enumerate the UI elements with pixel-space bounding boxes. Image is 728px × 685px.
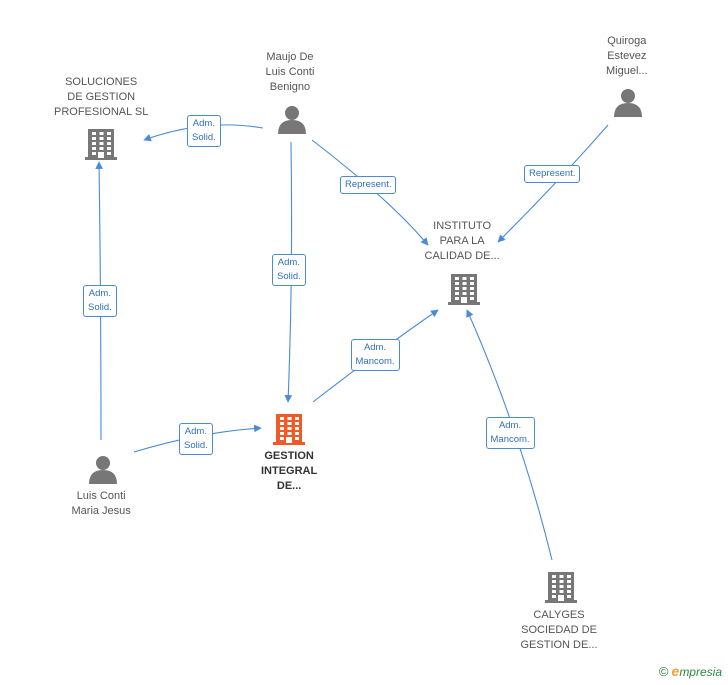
node-label-line: PARA LA — [439, 235, 485, 247]
edge-label-line: Adm. — [363, 342, 387, 353]
brand-logo-initial: e — [671, 663, 680, 679]
edge-label-maujo-instituto[interactable]: Represent. — [340, 176, 397, 194]
quiroga-person-icon[interactable] — [614, 89, 642, 117]
edge-label-line: Adm. — [277, 257, 300, 268]
node-label-line: DE GESTION — [67, 91, 136, 103]
footer-brand: ©empresia — [659, 663, 722, 679]
node-label-line: Estevez — [607, 50, 647, 62]
node-label-gestion[interactable]: GESTION INTEGRAL DE... — [261, 449, 317, 494]
node-label-line: Luis Conti — [265, 66, 315, 78]
edge-label-line: Mancom. — [355, 356, 395, 367]
node-label-instituto[interactable]: INSTITUTO PARA LA CALIDAD DE... — [425, 219, 500, 264]
edge-label-line: Adm. — [184, 426, 207, 437]
edge-label-maujo-gestion[interactable]: Adm. Solid. — [272, 254, 306, 286]
edge-label-line: Adm. — [88, 288, 111, 299]
edge-quiroga-instituto — [497, 124, 609, 243]
edge-label-luis-soluciones[interactable]: Adm. Solid. — [83, 285, 117, 317]
edge-label-luis-gestion[interactable]: Adm. Solid. — [179, 423, 213, 455]
edge-label-line: Represent. — [529, 168, 576, 179]
edge-label-maujo-soluciones[interactable]: Adm. Solid. — [187, 115, 221, 147]
edge-maujo-instituto — [311, 139, 429, 246]
soluciones-building-icon[interactable] — [85, 129, 117, 160]
node-label-calyges[interactable]: CALYGES SOCIEDAD DE GESTION DE... — [521, 608, 598, 653]
node-label-line: Maria Jesus — [71, 505, 131, 517]
edge-label-line: Solid. — [88, 302, 112, 313]
node-label-line: GESTION DE... — [520, 639, 598, 651]
node-label-line: CALYGES — [533, 609, 585, 621]
copyright-icon: © — [658, 664, 669, 679]
node-label-line: SOLUCIONES — [65, 76, 138, 88]
node-label-line: SOCIEDAD DE — [521, 624, 597, 636]
edge-label-calyges-instituto[interactable]: Adm. Mancom. — [485, 417, 535, 449]
edge-label-line: Mancom. — [490, 434, 530, 445]
brand-logo-text: mpresia — [679, 665, 722, 679]
node-label-line: Miguel... — [606, 65, 648, 77]
node-label-line: Benigno — [269, 81, 311, 93]
maujo-person-icon[interactable] — [278, 106, 306, 134]
node-label-line: Maujo De — [266, 51, 314, 63]
node-label-line: Quiroga — [607, 35, 647, 47]
gestion-building-icon[interactable] — [273, 414, 305, 445]
edge-label-gestion-instituto[interactable]: Adm. Mancom. — [350, 339, 400, 371]
node-label-line: DE... — [276, 480, 302, 492]
edge-label-line: Adm. — [192, 118, 215, 129]
edge-label-quiroga-instituto[interactable]: Represent. — [524, 165, 581, 183]
instituto-building-icon[interactable] — [448, 274, 480, 305]
node-label-line: GESTION — [264, 450, 314, 462]
node-label-line: INTEGRAL — [261, 465, 318, 477]
node-label-soluciones[interactable]: SOLUCIONES DE GESTION PROFESIONAL SL — [54, 75, 148, 120]
node-label-line: INSTITUTO — [433, 220, 492, 232]
edge-label-line: Adm. — [498, 420, 522, 431]
edge-label-line: Solid. — [184, 440, 208, 451]
edge-label-line: Represent. — [345, 179, 392, 190]
edge-label-line: Solid. — [192, 132, 216, 143]
node-label-line: PROFESIONAL SL — [54, 106, 149, 118]
luis-person-icon[interactable] — [89, 456, 117, 484]
edge-label-line: Solid. — [277, 271, 301, 282]
node-label-line: Luis Conti — [76, 490, 126, 502]
node-label-line: CALIDAD DE... — [424, 250, 500, 262]
calyges-building-icon[interactable] — [545, 572, 577, 603]
